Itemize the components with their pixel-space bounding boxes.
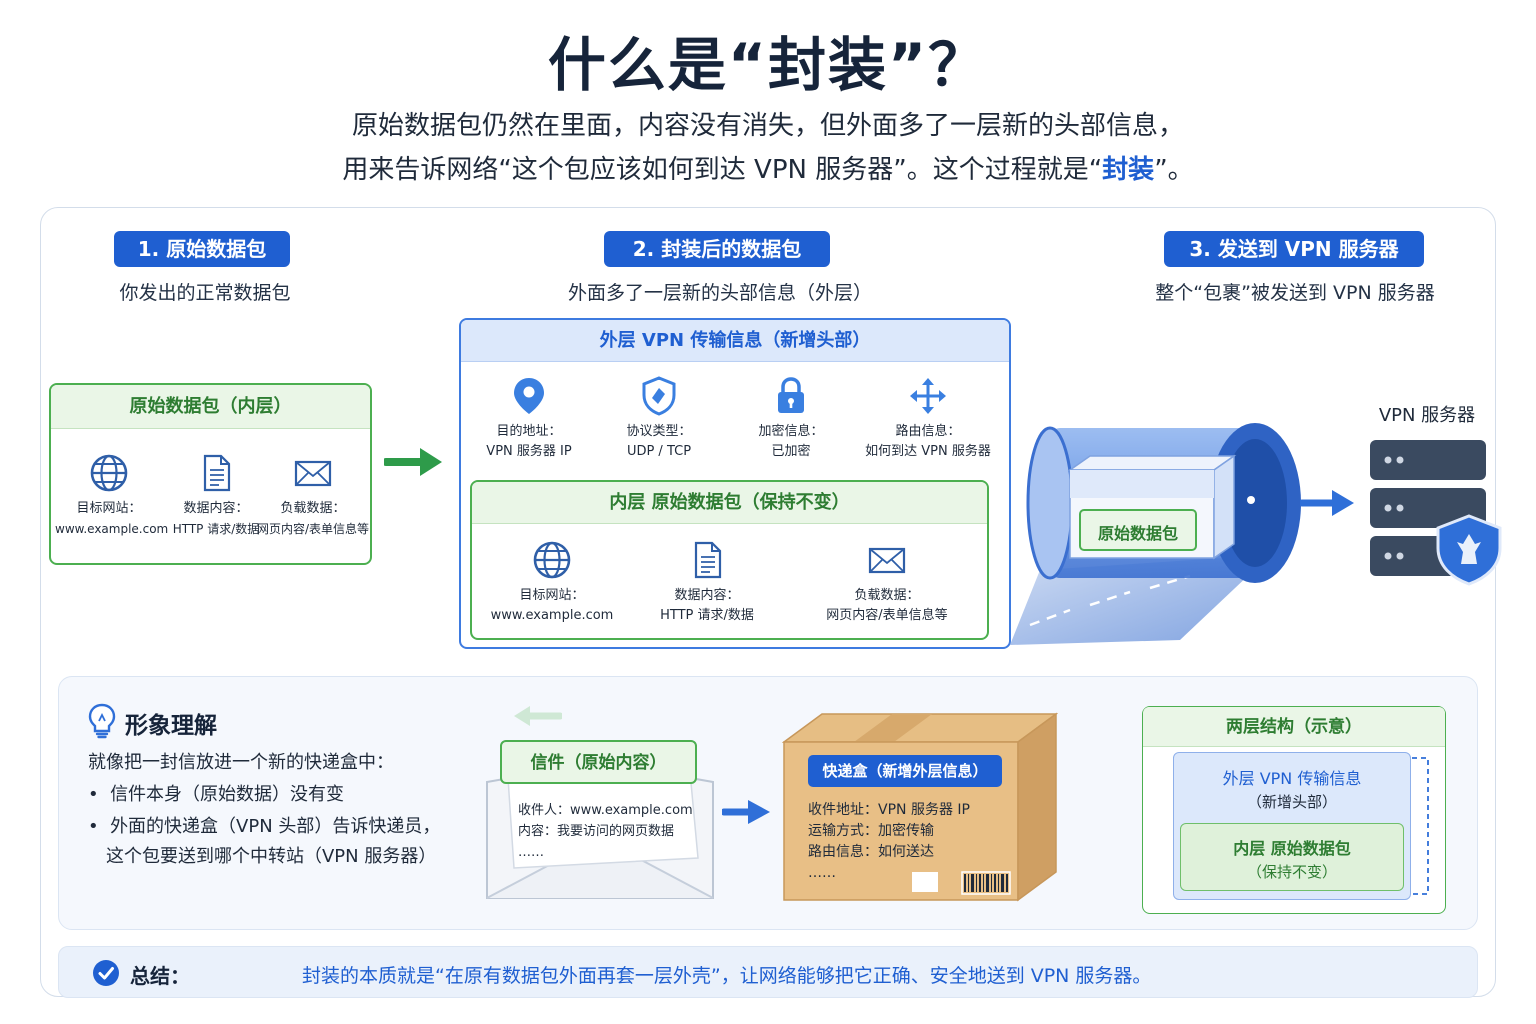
bracket-dashed-icon	[1412, 757, 1429, 895]
envelope-icon	[868, 547, 906, 574]
letter-line: ……	[518, 845, 544, 860]
inner-packet-title: 内层 原始数据包（保持不变）	[472, 482, 987, 524]
subtitle-line-2-post: ”。	[1154, 155, 1194, 185]
subtitle-line-1: 原始数据包仍然在里面，内容没有消失，但外面多了一层新的头部信息，	[351, 111, 1184, 141]
bullet-text: 外面的快递盒（VPN 头部）告诉快递员，	[110, 816, 441, 837]
lock-icon	[778, 377, 804, 413]
page-subtitle: 原始数据包仍然在里面，内容没有消失，但外面多了一层新的头部信息， 用来告诉网络“…	[0, 104, 1536, 192]
analogy-bullet-2: • 外面的快递盒（VPN 头部）告诉快递员，	[88, 816, 441, 837]
item-value: 已加密	[771, 444, 811, 459]
analogy-intro: 就像把一封信放进一个新的快递盒中：	[88, 752, 394, 773]
item-label: 目标网站：	[519, 588, 585, 603]
step-2-desc: 外面多了一层新的头部信息（外层）	[567, 282, 872, 304]
arrow-right-icon	[1300, 490, 1354, 516]
original-packet-title: 原始数据包（内层）	[51, 385, 370, 429]
item-label: 负载数据：	[280, 501, 346, 516]
inner-item-payload: 负载数据： 网页内容/表单信息等	[802, 540, 972, 626]
analogy-bullet-1: • 信件本身（原始数据）没有变	[88, 784, 345, 805]
check-circle-icon	[93, 960, 119, 986]
item-value: www.example.com	[55, 522, 169, 536]
analogy-bullet-2-cont: 这个包要送到哪个中转站（VPN 服务器）	[106, 846, 437, 867]
envelope-icon	[294, 460, 332, 487]
arrow-right-icon	[384, 448, 442, 476]
summary-label: 总结：	[130, 964, 190, 988]
item-label: 目的地址：	[496, 424, 562, 439]
item-label: 协议类型：	[626, 424, 692, 439]
original-item-data: 数据内容： HTTP 请求/数据	[161, 453, 271, 539]
item-label: 路由信息：	[895, 424, 961, 439]
subtitle-highlight: 封装	[1102, 155, 1155, 185]
item-value: HTTP 请求/数据	[660, 608, 754, 623]
server-icon	[1370, 440, 1502, 586]
encapsulated-packet-box: 外层 VPN 传输信息（新增头部） 目的地址： VPN 服务器 IP 协议类型：…	[459, 318, 1011, 649]
item-value: 网页内容/表单信息等	[826, 608, 948, 623]
item-value: 网页内容/表单信息等	[256, 522, 370, 536]
original-packet-box: 原始数据包（内层） 目标网站： www.example.com 数据内容： HT…	[49, 383, 372, 565]
letter-title: 信件（原始内容）	[500, 740, 697, 784]
item-value: UDP / TCP	[626, 444, 692, 459]
step-3-desc: 整个“包裹”被发送到 VPN 服务器	[1155, 282, 1435, 304]
structure-inner-layer: 内层 原始数据包 （保持不变）	[1180, 823, 1404, 891]
bullet-text: 信件本身（原始数据）没有变	[110, 784, 345, 805]
item-value: VPN 服务器 IP	[486, 444, 572, 459]
box-line: ……	[808, 865, 836, 881]
item-value: www.example.com	[490, 608, 614, 623]
structure-inner-label: 内层 原始数据包	[1233, 839, 1351, 858]
arrow-left-icon	[514, 706, 562, 726]
summary-text: 封装的本质就是“在原有数据包外面再套一层外壳”，让网络能够把它正确、安全地送到 …	[302, 965, 1152, 987]
analogy-title: 形象理解	[125, 713, 217, 739]
lightbulb-icon	[88, 703, 116, 739]
structure-inner-sub: （保持不变）	[1246, 863, 1337, 881]
inner-packet-box: 内层 原始数据包（保持不变） 目标网站： www.example.com 数据内…	[470, 480, 989, 640]
outer-item-destination: 目的地址： VPN 服务器 IP	[469, 376, 589, 462]
box-line: 路由信息：如何送达	[808, 844, 934, 860]
inner-item-website: 目标网站： www.example.com	[482, 540, 622, 626]
step-1-badge: 1. 原始数据包	[114, 231, 290, 267]
structure-outer-label: 外层 VPN 传输信息	[1222, 769, 1362, 788]
item-label: 目标网站：	[76, 501, 142, 516]
box-title: 快递盒（新增外层信息）	[808, 755, 1002, 787]
item-label: 加密信息：	[758, 424, 824, 439]
item-value: HTTP 请求/数据	[172, 522, 260, 536]
outer-item-routing: 路由信息： 如何到达 VPN 服务器	[853, 376, 1003, 462]
arrow-right-icon	[722, 800, 770, 824]
location-pin-icon	[514, 378, 544, 414]
subtitle-line-2: 用来告诉网络“这个包应该如何到达 VPN 服务器”。这个过程就是“封装”。	[0, 148, 1536, 192]
outer-item-protocol: 协议类型： UDP / TCP	[599, 376, 719, 462]
item-label: 数据内容：	[183, 501, 249, 516]
box-content: 收件地址：VPN 服务器 IP 运输方式：加密传输 路由信息：如何送达 ……	[808, 800, 970, 884]
document-icon	[203, 454, 231, 492]
step-2-badge: 2. 封装后的数据包	[604, 231, 830, 267]
letter-line: 收件人：www.example.com	[518, 803, 693, 818]
subtitle-line-2-pre: 用来告诉网络“这个包应该如何到达 VPN 服务器”。这个过程就是“	[342, 155, 1103, 185]
structure-title: 两层结构（示意）	[1143, 707, 1445, 747]
globe-icon	[533, 541, 571, 579]
letter-line: 内容：我要访问的网页数据	[518, 824, 675, 839]
globe-icon	[90, 454, 128, 492]
tunnel-package-label: 原始数据包	[1097, 524, 1178, 543]
vpn-tunnel-illustration	[1010, 423, 1301, 645]
server-label: VPN 服务器	[1378, 405, 1476, 426]
outer-header-title: 外层 VPN 传输信息（新增头部）	[461, 320, 1009, 362]
envelope-illustration	[486, 760, 714, 899]
page-title: 什么是“封装”？	[547, 31, 989, 99]
shield-icon	[642, 376, 676, 416]
document-icon	[694, 541, 722, 579]
outer-header-items: 目的地址： VPN 服务器 IP 协议类型： UDP / TCP 加密信息： 已…	[461, 362, 1009, 472]
step-1-desc: 你发出的正常数据包	[119, 282, 291, 304]
item-value: 如何到达 VPN 服务器	[865, 444, 991, 459]
original-item-website: 目标网站： www.example.com	[55, 453, 169, 539]
step-3-badge: 3. 发送到 VPN 服务器	[1164, 231, 1424, 267]
outer-item-encryption: 加密信息： 已加密	[731, 376, 851, 462]
inner-item-data: 数据内容： HTTP 请求/数据	[642, 540, 772, 626]
original-item-payload: 负载数据： 网页内容/表单信息等	[256, 453, 370, 539]
item-label: 负载数据：	[854, 588, 920, 603]
routing-arrows-icon	[910, 378, 946, 414]
letter-content: 收件人：www.example.com 内容：我要访问的网页数据 ……	[518, 800, 693, 863]
structure-outer-sub: （新增头部）	[1246, 793, 1337, 811]
summary-bar	[58, 946, 1478, 998]
box-line: 运输方式：加密传输	[808, 823, 934, 839]
item-label: 数据内容：	[674, 588, 740, 603]
box-line: 收件地址：VPN 服务器 IP	[808, 802, 970, 818]
